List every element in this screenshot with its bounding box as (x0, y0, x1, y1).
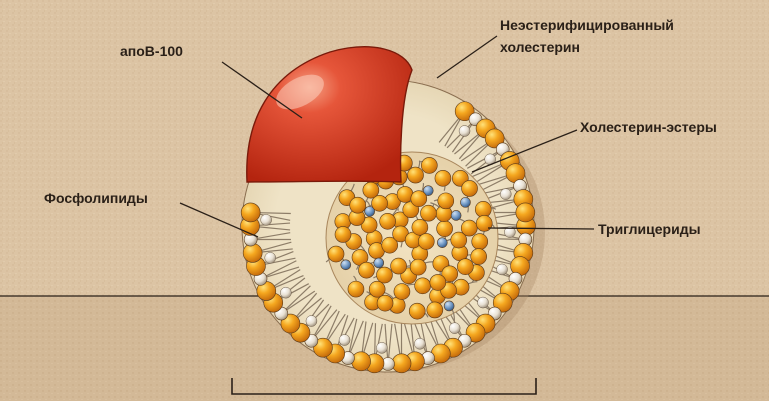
label-triglycerides: Триглицериды (598, 221, 701, 237)
phospholipid-head-icon (392, 354, 411, 373)
triglyceride-icon (418, 233, 434, 249)
cholesterol-molecule-icon (477, 297, 488, 308)
cholesterol-ester-icon (460, 197, 470, 207)
cholesterol-molecule-icon (500, 189, 511, 200)
cholesterol-molecule-icon (261, 214, 272, 225)
triglyceride-icon (391, 258, 407, 274)
cholesterol-molecule-icon (376, 342, 387, 353)
triglyceride-icon (377, 295, 393, 311)
cholesterol-molecule-icon (265, 252, 276, 263)
triglyceride-icon (435, 170, 451, 186)
triglyceride-icon (359, 262, 375, 278)
triglyceride-icon (438, 193, 454, 209)
phospholipid-head-icon (241, 203, 260, 222)
triglyceride-icon (430, 274, 446, 290)
triglyceride-icon (472, 234, 488, 250)
triglyceride-icon (437, 221, 453, 237)
triglyceride-icon (410, 259, 426, 275)
label-phospholipids: Фосфолипиды (44, 190, 148, 206)
cholesterol-molecule-icon (459, 126, 470, 137)
cholesterol-ester-icon (374, 258, 384, 268)
triglyceride-icon (421, 157, 437, 173)
triglyceride-icon (412, 219, 428, 235)
cholesterol-molecule-icon (414, 338, 425, 349)
cholesterol-ester-icon (451, 210, 461, 220)
cholesterol-molecule-icon (496, 264, 507, 275)
triglyceride-icon (462, 180, 478, 196)
cholesterol-ester-icon (437, 238, 447, 248)
triglyceride-icon (461, 220, 477, 236)
triglyceride-icon (394, 284, 410, 300)
triglyceride-icon (350, 197, 366, 213)
triglyceride-icon (427, 302, 443, 318)
triglyceride-icon (408, 167, 424, 183)
triglyceride-icon (411, 191, 427, 207)
cholesterol-ester-icon (341, 260, 351, 270)
triglyceride-icon (335, 226, 351, 242)
cholesterol-molecule-icon (306, 315, 317, 326)
triglyceride-icon (409, 303, 425, 319)
triglyceride-icon (328, 246, 344, 262)
triglyceride-icon (476, 215, 492, 231)
label-free-cholesterol-line2: холестерин (500, 39, 580, 55)
cholesterol-ester-icon (444, 301, 454, 311)
triglyceride-icon (457, 259, 473, 275)
triglyceride-icon (380, 213, 396, 229)
label-apob: апоВ-100 (120, 43, 183, 59)
cholesterol-molecule-icon (449, 323, 460, 334)
triglyceride-icon (363, 182, 379, 198)
cholesterol-molecule-icon (339, 334, 350, 345)
triglyceride-icon (420, 205, 436, 221)
triglyceride-icon (376, 267, 392, 283)
phospholipid-head-icon (352, 352, 371, 371)
triglyceride-icon (348, 281, 364, 297)
triglyceride-icon (471, 249, 487, 265)
phospholipid-head-icon (516, 203, 535, 222)
triglyceride-icon (415, 278, 431, 294)
cholesterol-molecule-icon (280, 287, 291, 298)
phospholipid-head-icon (243, 243, 262, 262)
label-free-cholesterol-line1: Неэстерифицированный (500, 17, 674, 33)
label-cholesterol-esters: Холестерин-эстеры (580, 119, 717, 135)
triglyceride-icon (475, 201, 491, 217)
triglyceride-icon (369, 281, 385, 297)
